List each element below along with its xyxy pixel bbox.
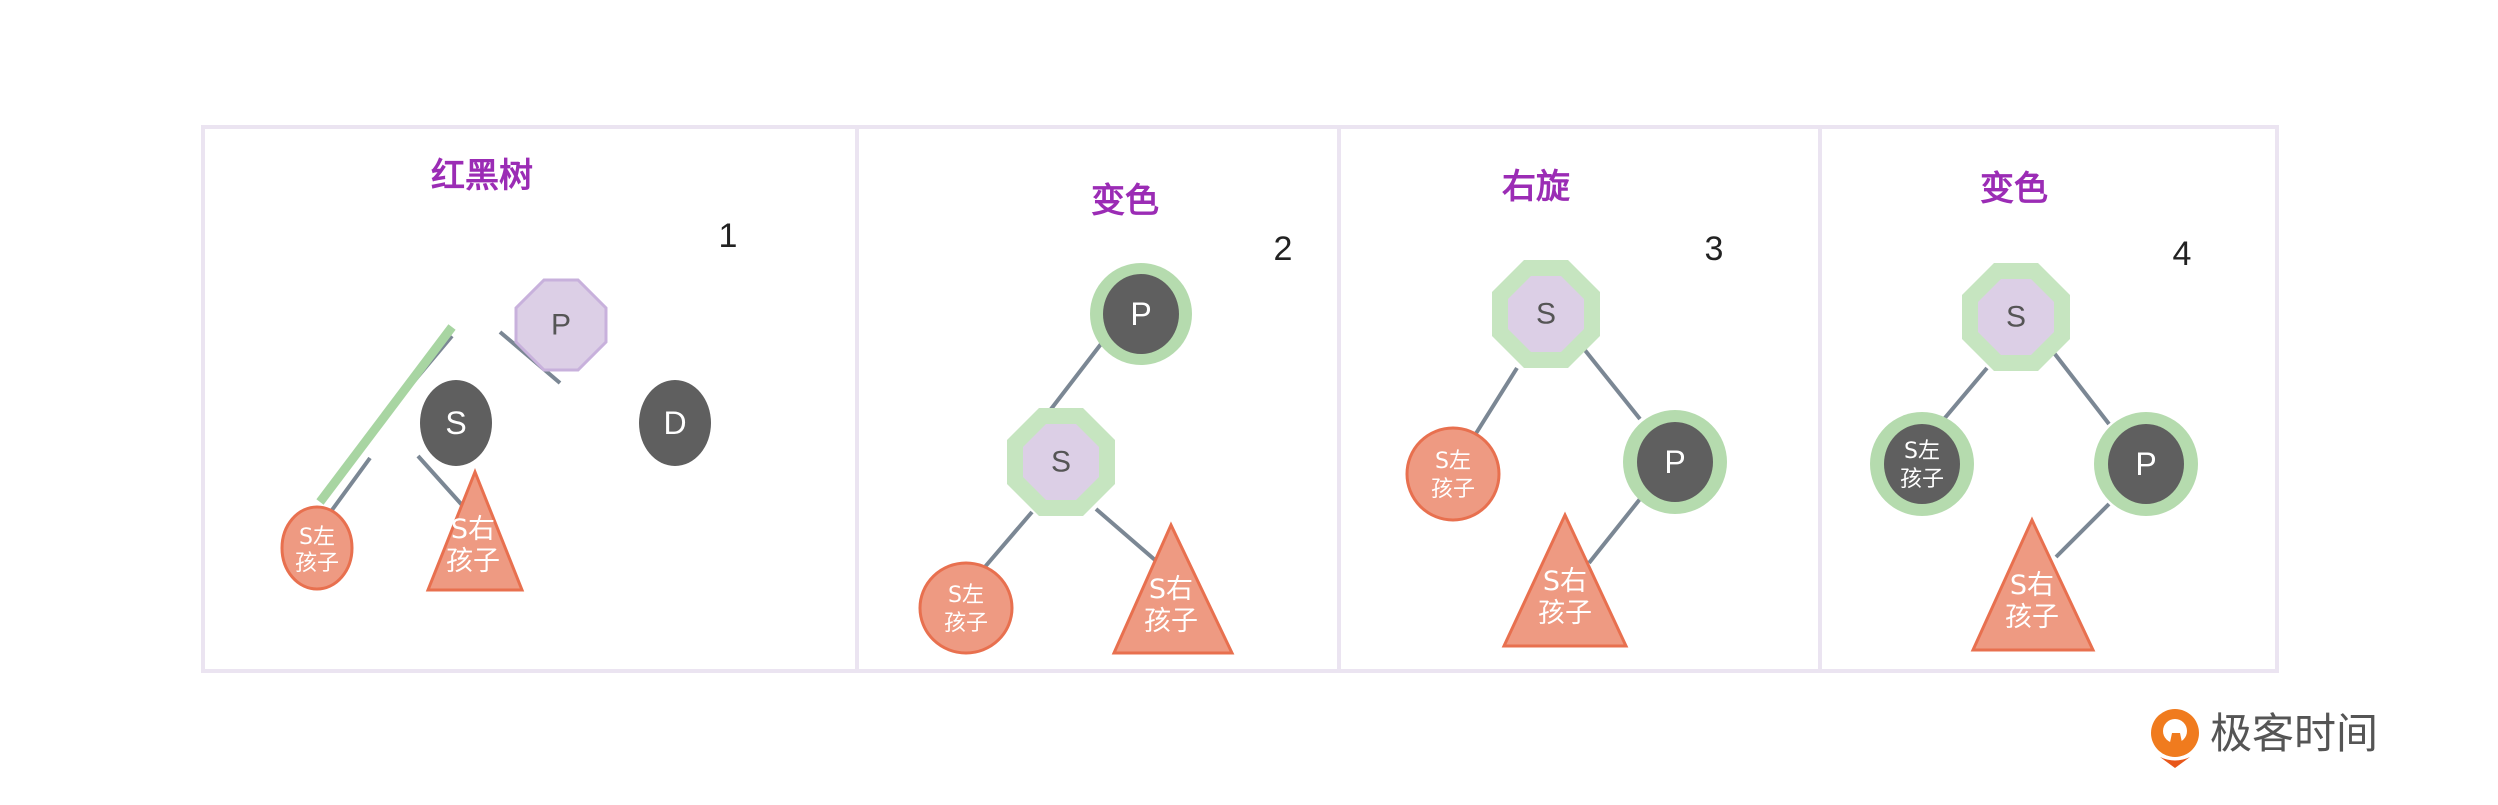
svg-text:孩子: 孩子 <box>944 611 988 636</box>
step-number: 3 <box>1705 230 1724 268</box>
node-p: P <box>1623 410 1727 514</box>
svg-text:P: P <box>2135 446 2156 482</box>
node-s-right-child: S右 孩子 <box>425 467 525 592</box>
step-number: 2 <box>1274 230 1293 268</box>
svg-text:S左: S左 <box>1904 439 1940 464</box>
node-s-right-child: S右 孩子 <box>1111 521 1235 655</box>
panel-3: 右旋 3 S S左 孩子 P S右 孩子 <box>1405 167 1727 648</box>
panel-title: 红黑树 <box>431 156 533 196</box>
node-s: S <box>420 380 492 466</box>
geektime-logo-text: 极客时间 <box>2210 709 2378 758</box>
panel-title: 变色 <box>1980 169 2048 209</box>
svg-text:孩子: 孩子 <box>1538 598 1592 629</box>
diagram-frame <box>201 125 2279 673</box>
svg-text:S: S <box>445 405 466 441</box>
svg-text:P: P <box>1130 296 1151 332</box>
svg-text:S右: S右 <box>451 514 495 545</box>
geektime-logo-icon <box>2151 709 2199 768</box>
node-p: P <box>1090 263 1192 365</box>
svg-text:S右: S右 <box>2010 570 2054 601</box>
step-number: 4 <box>2173 235 2192 273</box>
node-s: S <box>1492 260 1600 368</box>
node-s-left-child: S左 孩子 <box>918 561 1014 655</box>
panel-2: 变色 2 P S S左 孩子 S右 孩子 <box>918 181 1293 655</box>
node-s-left-child: S左 孩子 <box>280 505 354 591</box>
svg-text:孩子: 孩子 <box>446 546 500 577</box>
node-d: D <box>639 380 711 466</box>
svg-text:孩子: 孩子 <box>1900 467 1944 492</box>
svg-text:S: S <box>1536 298 1556 331</box>
panel-1: 红黑树 1 P S D S左 孩子 S右 孩子 <box>280 156 738 592</box>
svg-text:D: D <box>663 405 686 441</box>
svg-text:P: P <box>551 309 571 342</box>
svg-text:S右: S右 <box>1149 574 1193 605</box>
deletion-marker-line <box>316 324 456 505</box>
svg-text:S: S <box>2006 301 2026 334</box>
svg-text:S左: S左 <box>299 525 335 550</box>
svg-text:S左: S左 <box>1435 449 1471 474</box>
node-s: S <box>1007 408 1115 516</box>
node-s-left-child: S左 孩子 <box>1405 426 1501 522</box>
svg-text:孩子: 孩子 <box>1144 606 1198 637</box>
panel-title: 变色 <box>1091 181 1159 221</box>
svg-text:S: S <box>1051 446 1071 479</box>
step-number: 1 <box>719 217 738 255</box>
node-s: S <box>1962 263 2070 371</box>
node-p: P <box>2094 412 2198 516</box>
svg-text:P: P <box>1664 444 1685 480</box>
svg-text:S右: S右 <box>1543 566 1587 597</box>
geektime-logo: 极客时间 <box>2151 709 2378 768</box>
svg-text:孩子: 孩子 <box>1431 477 1475 502</box>
svg-text:孩子: 孩子 <box>295 551 339 576</box>
node-p: P <box>514 278 608 372</box>
node-s-right-child: S右 孩子 <box>1970 516 2096 652</box>
panel-title: 右旋 <box>1502 167 1570 207</box>
panel-4: 变色 4 S S左 孩子 P S右 孩子 <box>1870 169 2198 652</box>
node-s-right-child: S右 孩子 <box>1501 511 1629 648</box>
svg-text:S左: S左 <box>948 583 984 608</box>
node-s-left-child: S左 孩子 <box>1870 412 1974 516</box>
svg-text:孩子: 孩子 <box>2005 602 2059 633</box>
